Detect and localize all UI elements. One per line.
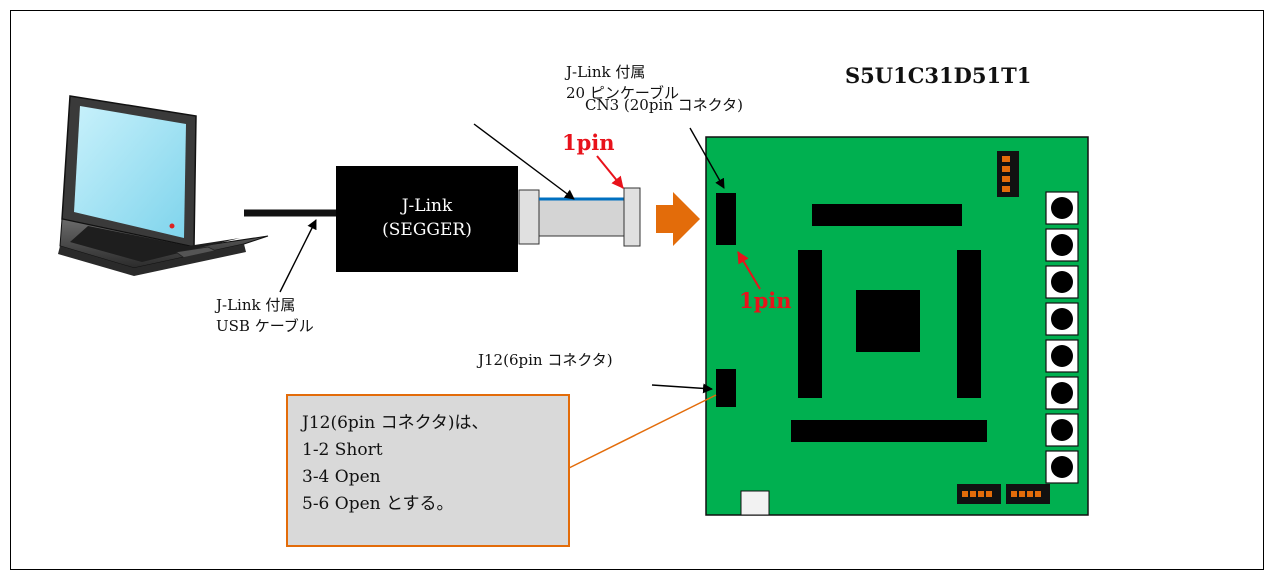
ribbon-cable-label-line2: 20 ピンケーブル [566,84,679,102]
ribbon-cable-label-line1: J-Link 付属 [566,63,646,81]
usb-cable-label-line1: J-Link 付属 [216,296,296,314]
cn3-connector [716,193,736,245]
jlink-box-line2: (SEGGER) [382,220,472,240]
note-line-1: J12(6pin コネクタ)は、 [302,413,489,433]
note-line-4: 5-6 Open とする。 [302,494,454,514]
board [705,136,1089,516]
laptop-icon [58,95,269,276]
jlink-box [336,166,518,272]
ribbon-cable [518,187,641,247]
cable-pin1-arrow [596,155,624,189]
cn3-pointer [689,127,725,189]
ribbon-cable-label: J-Link 付属 20 ピンケーブル [566,62,679,104]
j12-label: J12(6pin コネクタ) [478,351,613,369]
usb-cable-label: J-Link 付属 USB ケーブル [216,295,314,337]
usb-cable-label-line2: USB ケーブル [216,317,314,335]
connect-arrow [656,192,700,246]
j12-note-box: J12(6pin コネクタ)は、 1-2 Short 3-4 Open 5-6 … [286,394,570,547]
note-line-2: 1-2 Short [302,440,383,460]
j12-pointer [651,383,713,394]
note-line-3: 3-4 Open [302,467,381,487]
note-callout-line [568,394,717,469]
jlink-box-label: J-Link (SEGGER) [336,194,518,242]
jlink-box-line1: J-Link [401,196,453,216]
board-title: S5U1C31D51T1 [845,63,1032,88]
push-buttons [1045,191,1079,484]
board-pin1-label: 1pin [739,288,792,313]
ribbon-cable-pointer [473,123,575,200]
cn3-label: CN3 (20pin コネクタ) [585,96,743,114]
cable-pin1-label: 1pin [562,130,615,155]
diagram-canvas [58,95,1089,516]
j12-connector [716,369,736,407]
board-pin1-arrow [737,251,761,290]
usb-cable-pointer [279,219,317,293]
